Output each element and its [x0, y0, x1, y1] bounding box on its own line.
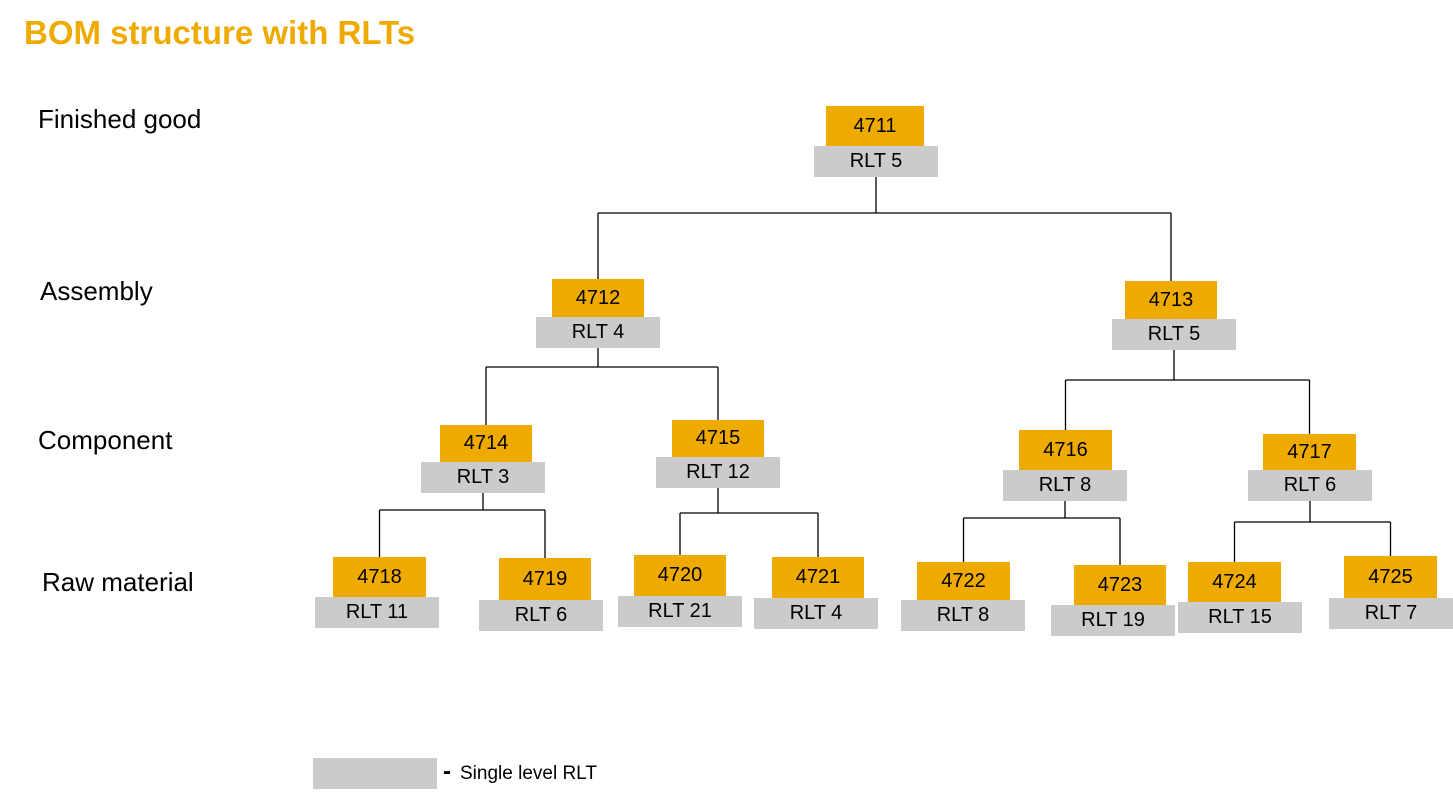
- level-label-component: Component: [38, 425, 173, 455]
- rlt-value: RLT 4: [754, 598, 878, 629]
- legend-swatch: [313, 758, 437, 789]
- level-label-finished-good: Finished good: [38, 104, 202, 134]
- material-number: 4715: [672, 420, 764, 457]
- rlt-value: RLT 15: [1178, 602, 1302, 633]
- rlt-value: RLT 8: [901, 600, 1025, 631]
- material-number: 4711: [826, 106, 924, 146]
- material-number: 4724: [1188, 562, 1281, 602]
- material-number: 4723: [1074, 565, 1166, 605]
- material-number: 4713: [1125, 281, 1217, 319]
- legend-dash: -: [443, 758, 451, 785]
- level-label-raw-material: Raw material: [42, 567, 194, 597]
- material-number: 4714: [440, 425, 532, 462]
- rlt-value: RLT 4: [536, 317, 660, 348]
- rlt-value: RLT 7: [1329, 598, 1453, 629]
- material-number: 4712: [552, 279, 644, 317]
- rlt-value: RLT 21: [618, 596, 742, 627]
- rlt-value: RLT 3: [421, 462, 545, 493]
- level-label-assembly: Assembly: [40, 276, 153, 306]
- rlt-value: RLT 12: [656, 457, 780, 488]
- material-number: 4722: [917, 562, 1010, 600]
- legend-label: Single level RLT: [460, 763, 597, 784]
- material-number: 4718: [333, 557, 426, 597]
- material-number: 4716: [1019, 430, 1112, 470]
- rlt-value: RLT 5: [814, 146, 938, 177]
- rlt-value: RLT 11: [315, 597, 439, 628]
- page-title: BOM structure with RLTs: [24, 14, 416, 51]
- material-number: 4725: [1344, 556, 1437, 598]
- rlt-value: RLT 19: [1051, 605, 1175, 636]
- material-number: 4717: [1263, 434, 1356, 470]
- material-number: 4720: [634, 555, 726, 596]
- rlt-value: RLT 5: [1112, 319, 1236, 350]
- rlt-value: RLT 6: [479, 600, 603, 631]
- material-number: 4721: [772, 557, 864, 598]
- rlt-value: RLT 8: [1003, 470, 1127, 501]
- material-number: 4719: [499, 558, 591, 600]
- rlt-value: RLT 6: [1248, 470, 1372, 501]
